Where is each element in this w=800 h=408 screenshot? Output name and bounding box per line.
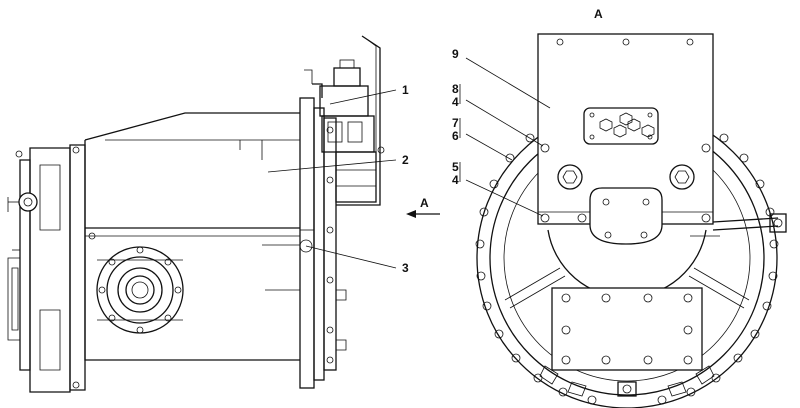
right-leaders <box>459 57 551 217</box>
callout-1: 1 <box>402 83 409 97</box>
view-label: A <box>594 7 603 21</box>
callout-7: 7 <box>452 116 459 130</box>
callout-6: 6 <box>452 129 459 143</box>
callout-2: 2 <box>402 153 409 167</box>
ring-bolts <box>475 133 779 405</box>
side-view <box>7 35 385 393</box>
front-view <box>475 33 787 408</box>
left-leaders <box>267 89 397 269</box>
callout-3: 3 <box>402 261 409 275</box>
view-arrow <box>406 210 440 218</box>
callout-4-lower: 4 <box>452 173 459 187</box>
callout-5: 5 <box>452 160 459 174</box>
callout-9: 9 <box>452 47 459 61</box>
callout-8: 8 <box>452 82 459 96</box>
lower-plate-bolts <box>561 293 693 365</box>
arrow-label: A <box>420 196 429 210</box>
callout-4-upper: 4 <box>452 95 459 109</box>
